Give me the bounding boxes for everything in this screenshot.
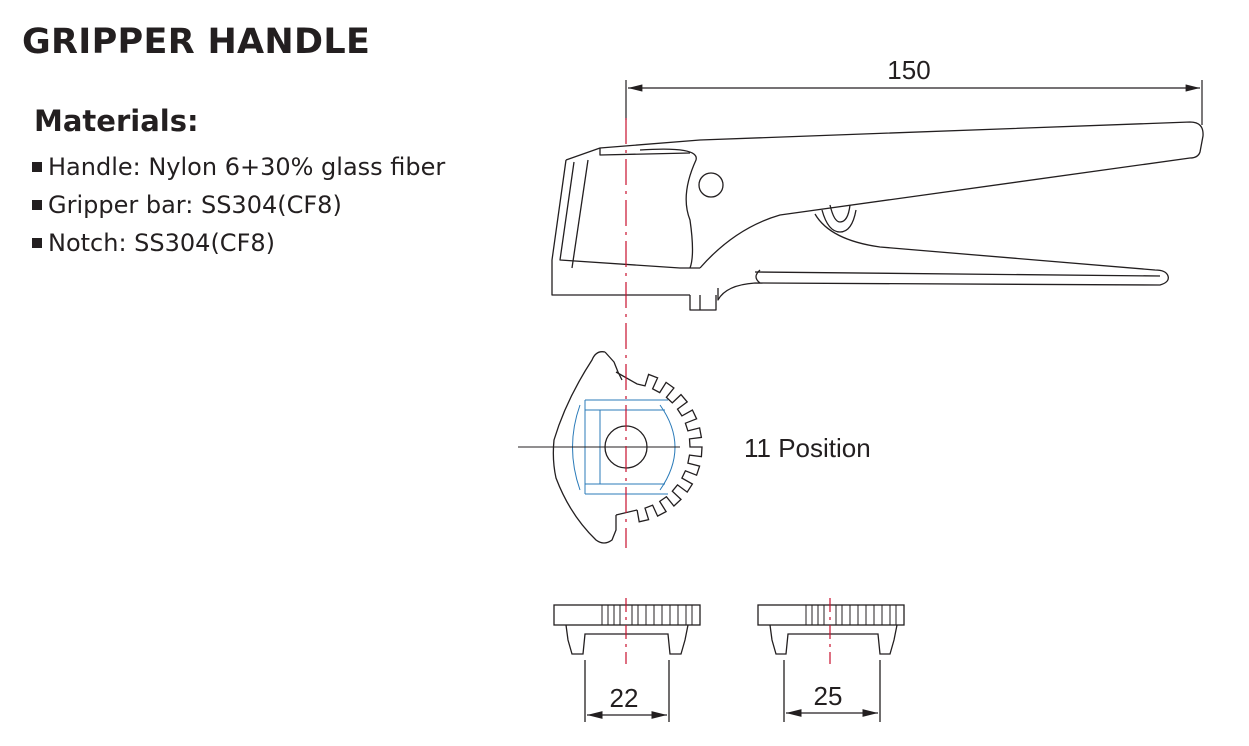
square-bullet-icon: [32, 162, 42, 172]
notch-bottom-view-25: [757, 604, 905, 722]
list-item: Handle: Nylon 6+30% glass fiber: [32, 148, 445, 186]
materials-list: Handle: Nylon 6+30% glass fiber Gripper …: [32, 148, 445, 262]
length-dimension-label: 150: [887, 55, 930, 85]
notch-wheel-view: [552, 351, 648, 544]
list-item: Gripper bar: SS304(CF8): [32, 186, 445, 224]
square-bullet-icon: [32, 238, 42, 248]
positions-label: 11 Position: [744, 433, 871, 463]
page-title: GRIPPER HANDLE: [22, 22, 371, 62]
length-dimension: [625, 80, 1203, 125]
gear-teeth-outline: [636, 373, 703, 523]
width-dimension-22: 22: [610, 683, 639, 713]
square-bullet-icon: [32, 200, 42, 210]
material-notch: Notch: SS304(CF8): [48, 229, 276, 257]
material-gripper-bar: Gripper bar: SS304(CF8): [48, 191, 342, 219]
materials-heading: Materials:: [34, 104, 199, 138]
notch-bottom-view-22: [553, 604, 701, 722]
width-dimension-25: 25: [814, 681, 843, 711]
material-handle: Handle: Nylon 6+30% glass fiber: [48, 153, 446, 181]
handle-side-view: [551, 121, 1204, 311]
list-item: Notch: SS304(CF8): [32, 224, 445, 262]
